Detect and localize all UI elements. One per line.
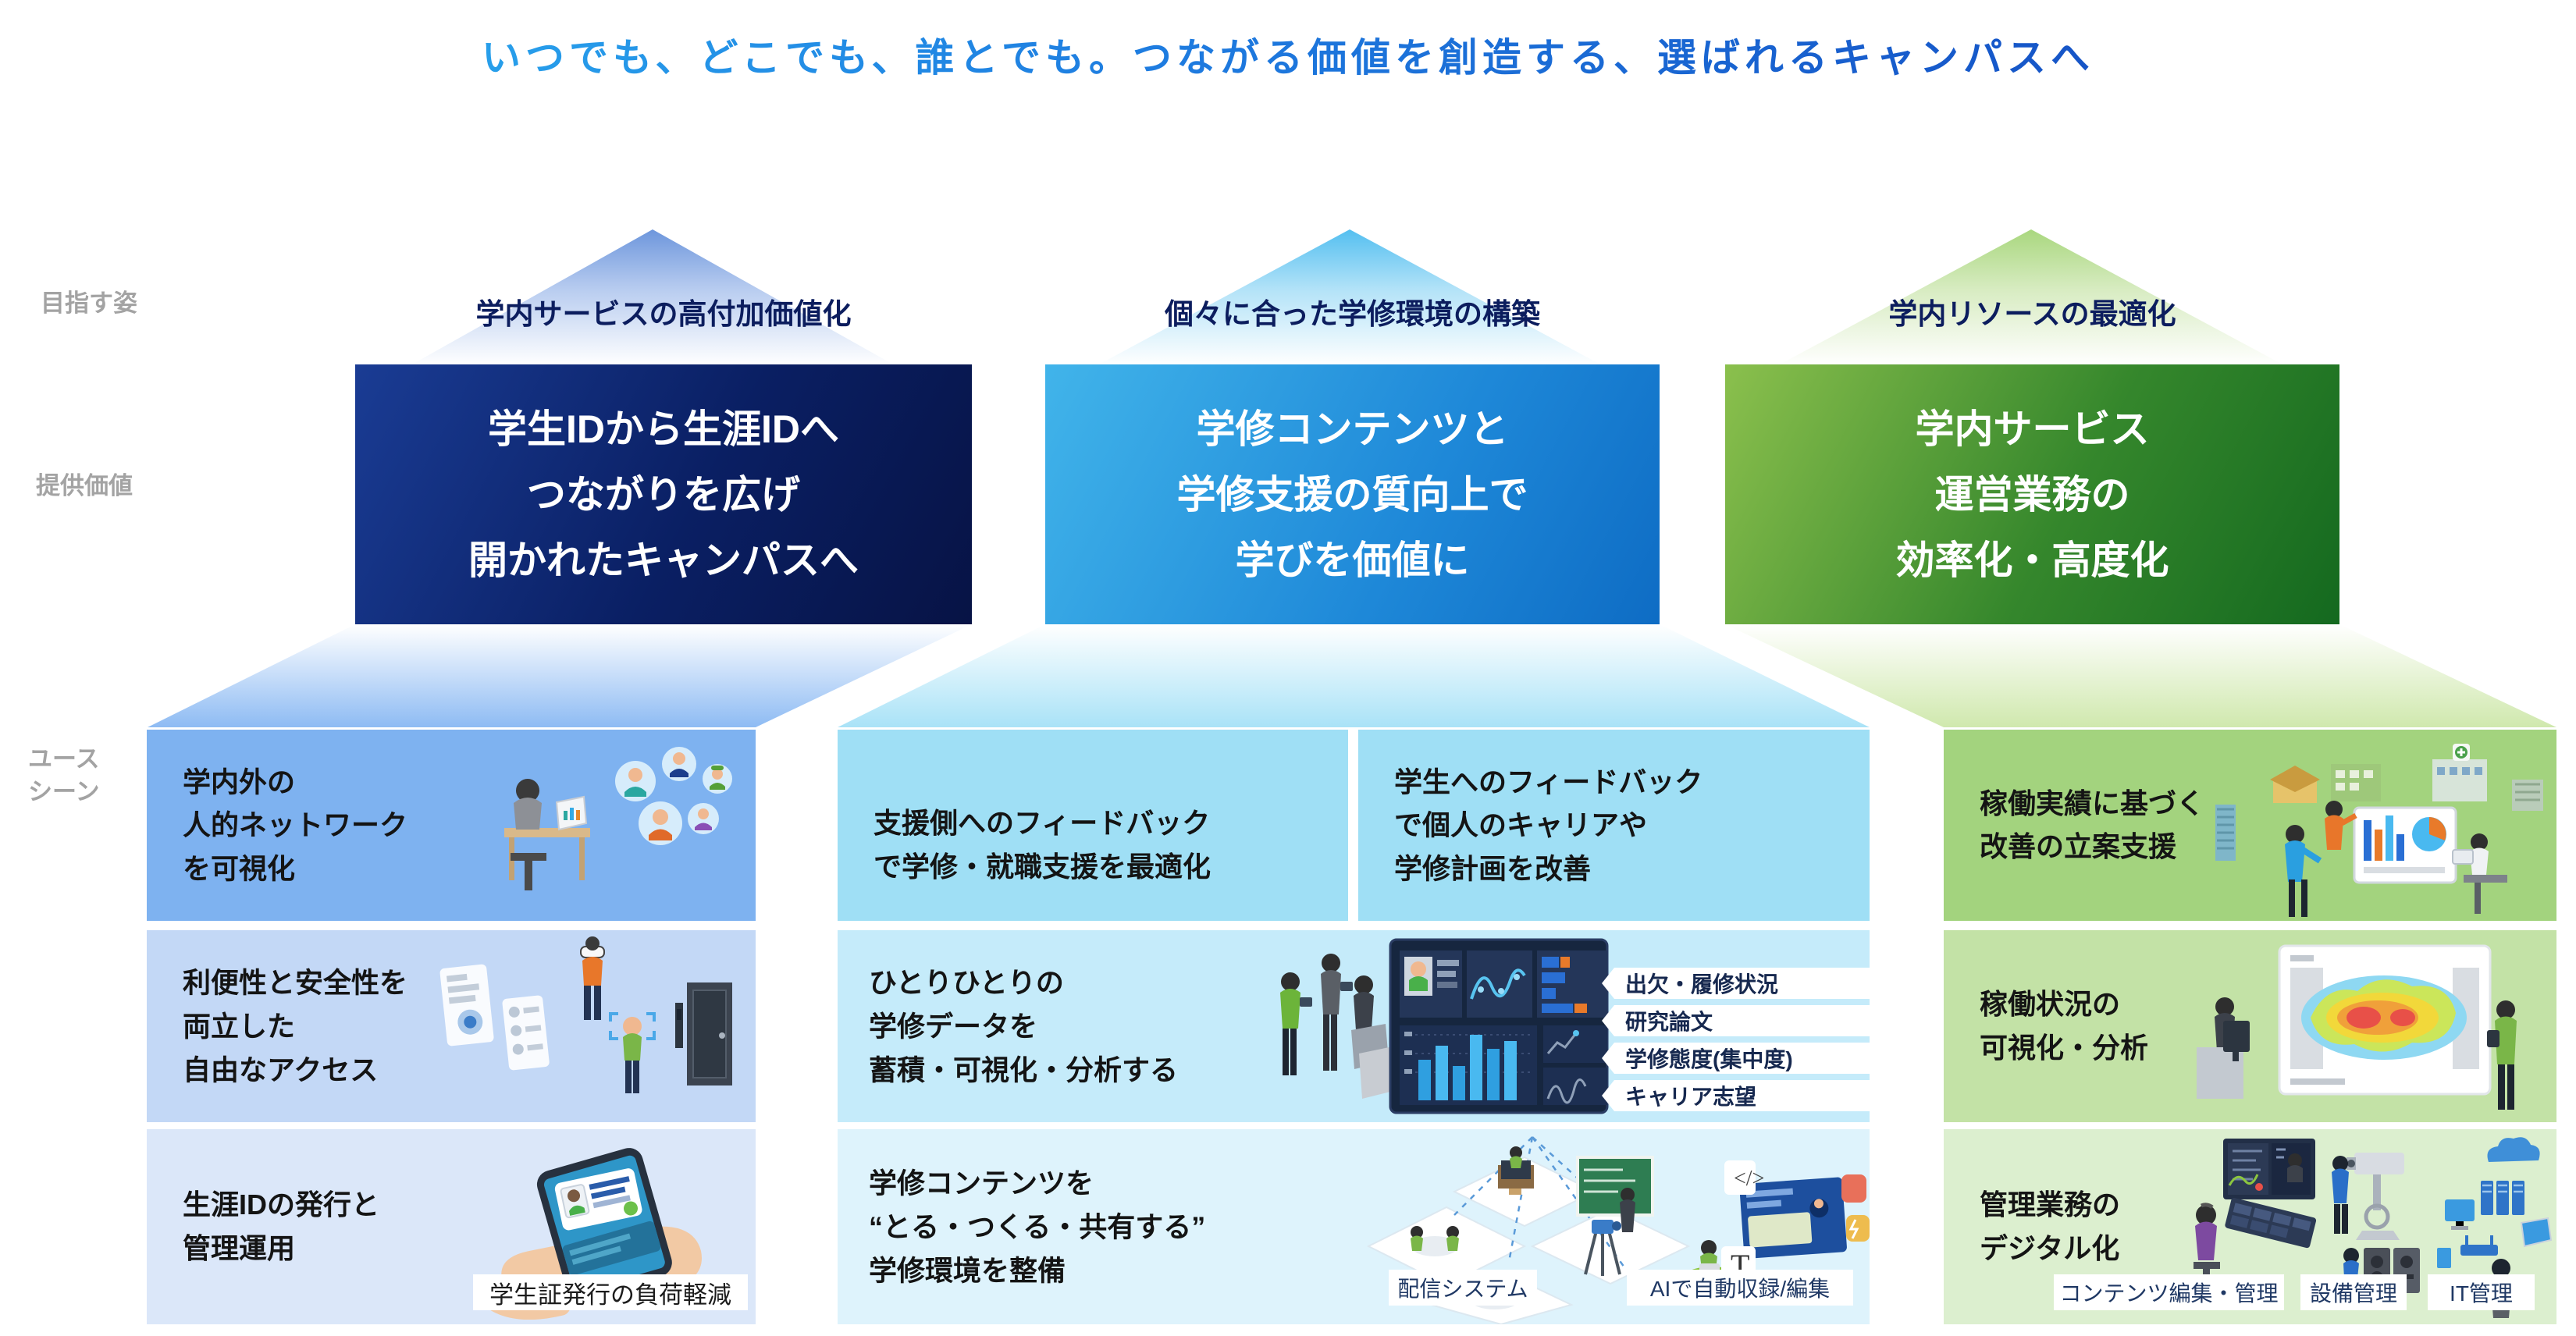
heatmap-analysis-scene (2197, 944, 2517, 1110)
connector-right (1725, 624, 2556, 727)
goal-label-1: 学内サービスの高付加価値化 (475, 298, 852, 330)
goal-label-3: 学内リソースの最適化 (1888, 298, 2176, 330)
card-title: ひとりひとりの 学修データを 蓄積・可視化・分析する (869, 966, 1179, 1086)
row-label-value: 提供価値 (36, 472, 133, 499)
card-title: 稼働状況の 可視化・分析 (1980, 988, 2149, 1064)
card-title: 利便性と安全性を 両立した 自由なアクセス (183, 966, 408, 1086)
card-operation-planning: 稼働実績に基づく 改善の立案支援 (1944, 730, 2556, 921)
secure-access-illustration (428, 934, 748, 1121)
secure-access-scene (439, 936, 732, 1093)
learning-dashboard-illustration (1259, 936, 1610, 1117)
tag-research-papers: 研究論文 (1602, 1005, 1870, 1036)
smartphone-id-scene (480, 1148, 702, 1320)
svg-text:</>: </> (1734, 1167, 1764, 1191)
card-support-feedback: 支援側へのフィードバック で学修・就職支援を最適化 ・授業内容やカリキュラムを改… (838, 730, 1348, 921)
people-network-illustration (482, 736, 748, 915)
admin-digitalization-illustration (2178, 1131, 2553, 1318)
card-network-visualization: 学内外の 人的ネットワーク を可視化 (147, 730, 756, 921)
smartphone-id-illustration (459, 1134, 748, 1320)
card-title: 学生へのフィードバック で個人のキャリアや 学修計画を改善 (1394, 765, 1703, 885)
connector-left (148, 624, 972, 727)
learning-dashboard-scene (1280, 938, 1609, 1114)
page-title: いつでも、どこでも、誰とでも。つながる価値を創造する、選ばれるキャンパスへ (0, 27, 2576, 83)
people-network-scene (504, 747, 732, 890)
classroom-recording-scene: </> T (1366, 1136, 1870, 1324)
card-lifetime-id: 生涯IDの発行と 管理運用 (147, 1129, 756, 1324)
classroom-recording-illustration: </> T (1275, 1129, 1870, 1324)
card-title: 管理業務の デジタル化 (1980, 1189, 2121, 1264)
card-title: 学修コンテンツを “とる・つくる・共有する” 学修環境を整備 (869, 1167, 1206, 1286)
heatmap-analysis-illustration (2178, 936, 2545, 1117)
card-learning-environment: 学修コンテンツを “とる・つくる・共有する” 学修環境を整備 (838, 1129, 1870, 1324)
value-box-1: 学生IDから生涯IDへ つながりを広げ 開かれたキャンパスへ (355, 364, 972, 624)
badge-ai-recording: AIで自動収録/編集 (1627, 1270, 1853, 1306)
tag-attendance: 出欠・履修状況 (1602, 968, 1870, 999)
tag-career-aspiration: キャリア志望 (1602, 1080, 1870, 1111)
card-title: 稼働実績に基づく 改善の立案支援 (1980, 787, 2205, 863)
campus-analytics-illustration (2201, 733, 2553, 920)
campus-analytics-scene (2215, 744, 2543, 917)
badge-delivery-system: 配信システム (1389, 1270, 1537, 1306)
card-title: 生涯IDの発行と 管理運用 (183, 1189, 380, 1264)
badge-student-card: 学生証発行の負荷軽減 (473, 1274, 748, 1310)
card-title: 支援側へのフィードバック で学修・就職支援を最適化 ・授業内容やカリキュラムを改… (873, 758, 1238, 921)
card-secure-access: 利便性と安全性を 両立した 自由なアクセス (147, 930, 756, 1122)
card-title-text: 支援側へのフィードバック で学修・就職支援を最適化 (873, 806, 1212, 883)
card-operation-visualization: 稼働状況の 可視化・分析 (1944, 930, 2556, 1122)
card-learning-data: ひとりひとりの 学修データを 蓄積・可視化・分析する (838, 930, 1870, 1122)
card-student-feedback: 学生へのフィードバック で個人のキャリアや 学修計画を改善 (1358, 730, 1870, 921)
goal-label-2: 個々に合った学修環境の構築 (1165, 298, 1540, 330)
badge-it-management: IT管理 (2428, 1274, 2535, 1310)
row-label-goal: 目指す姿 (41, 290, 137, 317)
card-admin-digitalization: 管理業務の デジタル化 (1944, 1129, 2556, 1324)
card-title: 学内外の 人的ネットワーク を可視化 (183, 765, 408, 885)
value-box-3: 学内サービス 運営業務の 効率化・高度化 (1725, 364, 2339, 624)
tag-learning-attitude: 学修態度(集中度) (1602, 1043, 1870, 1074)
badge-facility-management: 設備管理 (2300, 1274, 2407, 1310)
row-label-use-scene: ユース シーン (28, 745, 100, 805)
connector-middle (838, 624, 1870, 727)
value-box-2: 学修コンテンツと 学修支援の質向上で 学びを価値に (1045, 364, 1660, 624)
admin-digitalization-scene (2194, 1137, 2553, 1318)
badge-content-management: コンテンツ編集・管理 (2054, 1274, 2284, 1310)
